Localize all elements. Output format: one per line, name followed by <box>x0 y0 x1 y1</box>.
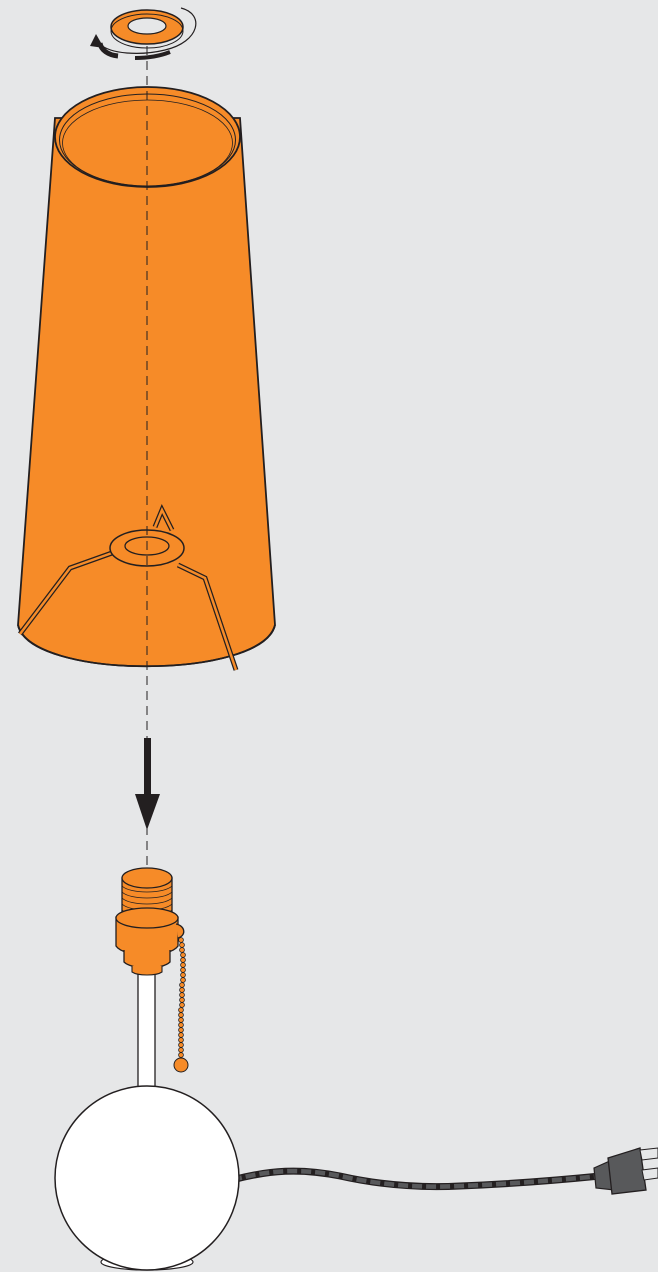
power-cord <box>231 1167 601 1191</box>
socket <box>115 867 185 976</box>
lamp-base <box>54 1085 240 1271</box>
shade-harp-fitter <box>18 503 239 671</box>
pull-chain <box>173 937 189 1073</box>
plug <box>593 1147 658 1195</box>
rotation-arrow <box>90 7 197 60</box>
down-arrow <box>135 738 160 830</box>
finial-ring <box>110 9 184 49</box>
